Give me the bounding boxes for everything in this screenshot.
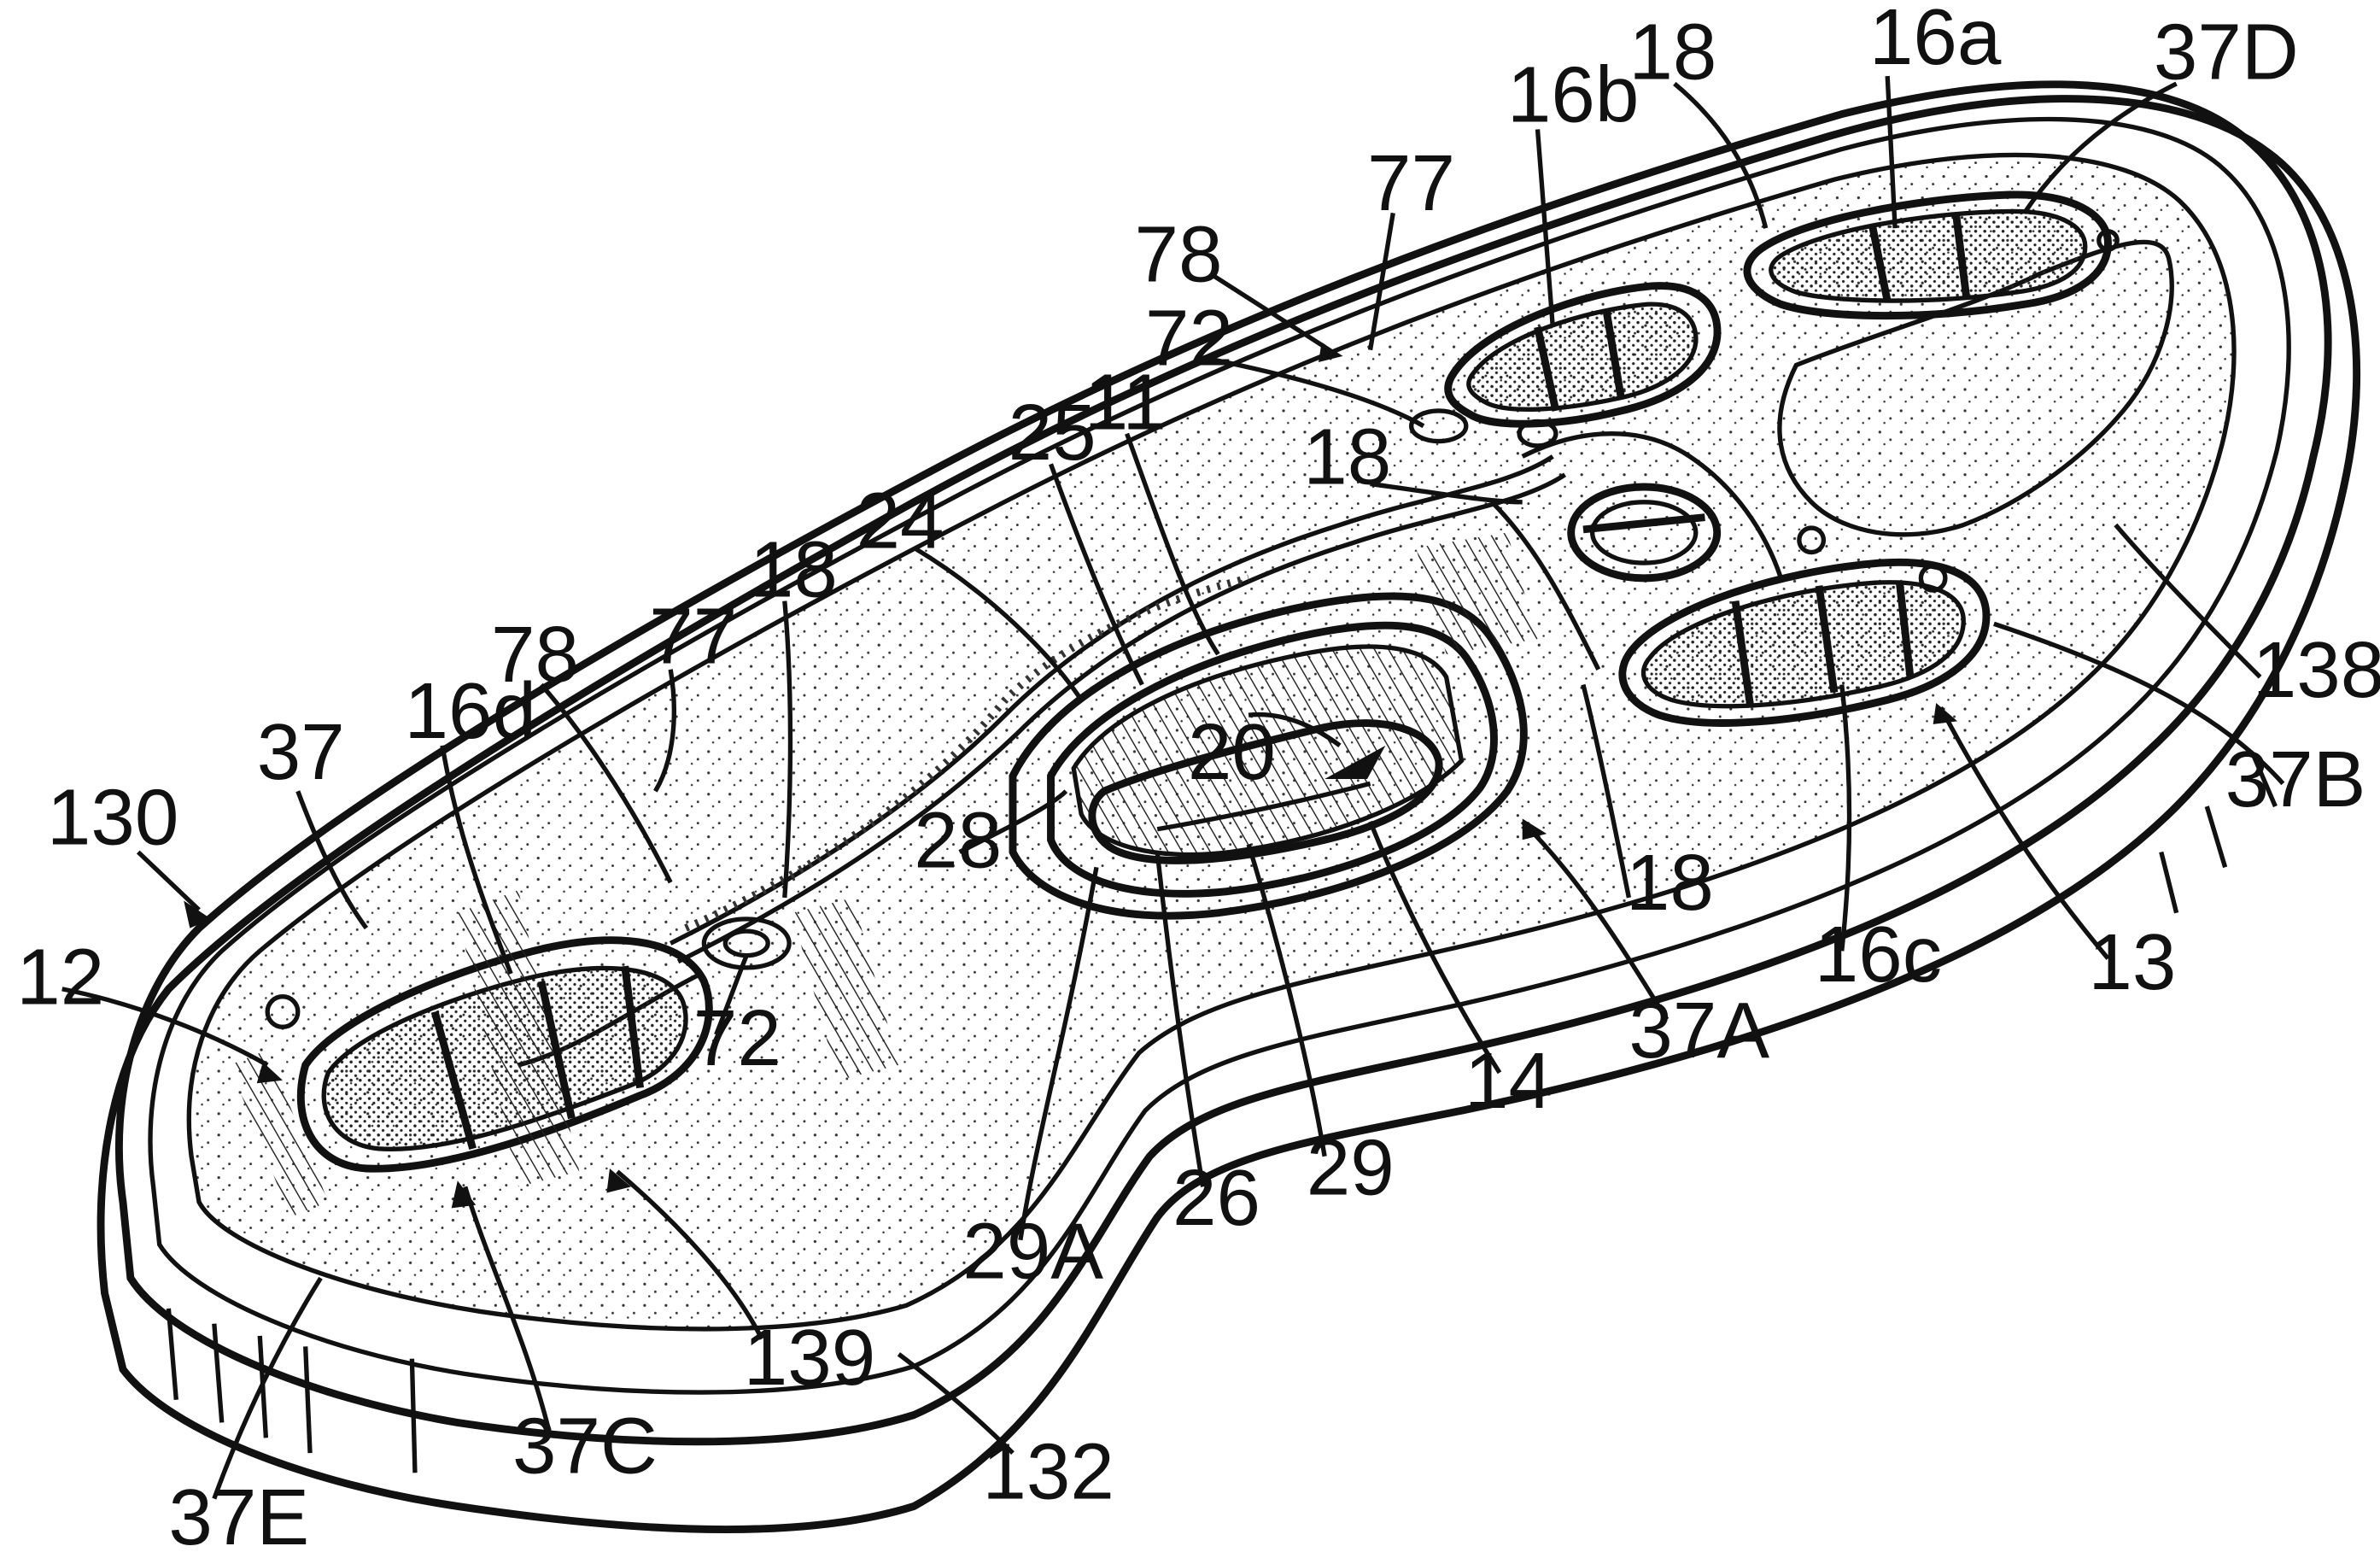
label-130: 130 <box>47 773 179 862</box>
label-13: 13 <box>2088 917 2176 1006</box>
label-37e: 37E <box>168 1473 309 1558</box>
label-37c: 37C <box>512 1401 658 1490</box>
label-72-low: 72 <box>693 993 781 1082</box>
label-18-left: 18 <box>750 524 838 613</box>
label-11: 11 <box>1085 357 1167 446</box>
label-77-top: 77 <box>1367 138 1455 227</box>
label-12: 12 <box>16 933 104 1022</box>
label-18-mid: 18 <box>1303 412 1391 501</box>
label-29a: 29A <box>962 1206 1103 1295</box>
label-37b: 37B <box>2225 735 2366 823</box>
label-138: 138 <box>2253 625 2380 714</box>
label-16c: 16c <box>1815 910 1942 999</box>
label-16a: 16a <box>1869 0 2002 81</box>
label-14: 14 <box>1465 1036 1553 1125</box>
label-132: 132 <box>982 1427 1114 1516</box>
label-37d: 37D <box>2154 8 2299 97</box>
label-78-top: 78 <box>1134 210 1222 299</box>
label-29: 29 <box>1307 1122 1395 1211</box>
label-37a: 37A <box>1629 986 1769 1075</box>
label-18-top: 18 <box>1629 8 1716 97</box>
label-26: 26 <box>1172 1153 1260 1242</box>
label-139: 139 <box>744 1313 876 1402</box>
label-77-left: 77 <box>649 592 737 681</box>
label-24: 24 <box>857 476 944 565</box>
label-16b: 16b <box>1507 50 1640 139</box>
label-37: 37 <box>257 707 345 796</box>
label-18-low: 18 <box>1626 838 1714 927</box>
label-20: 20 <box>1188 707 1276 796</box>
label-25: 25 <box>1009 388 1096 477</box>
label-16d: 16d <box>404 666 536 755</box>
label-28: 28 <box>914 795 1002 884</box>
leader-37e <box>214 1278 321 1498</box>
